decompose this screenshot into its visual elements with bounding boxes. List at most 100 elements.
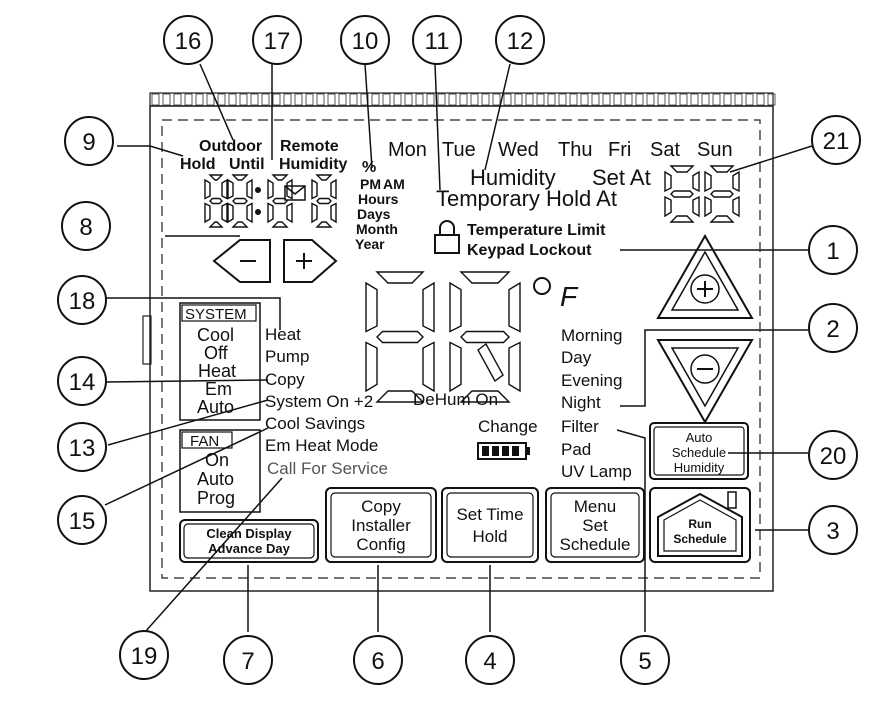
connector-pin	[536, 93, 545, 106]
callout-10: 10	[340, 15, 390, 65]
set-time-label: Set Time	[456, 505, 523, 524]
weekday-mon: Mon	[388, 139, 427, 161]
callout-3: 3	[808, 505, 858, 555]
connector-pin	[767, 93, 776, 106]
hold-button-label: Hold	[473, 527, 508, 546]
set-at-label: Set At	[592, 165, 651, 190]
system-mode-heat[interactable]: Heat	[198, 361, 236, 381]
svg-text:10: 10	[352, 28, 379, 55]
weekday-thu: Thu	[558, 139, 592, 161]
connector-pin	[327, 93, 336, 106]
svg-text:16: 16	[175, 28, 202, 55]
config-label: Config	[356, 535, 405, 554]
connector-pin	[316, 93, 325, 106]
until-label: Until	[229, 156, 265, 173]
weekday-tue: Tue	[442, 139, 476, 161]
fan-mode-auto[interactable]: Auto	[197, 469, 234, 489]
connector-pin	[250, 93, 259, 106]
system-box	[179, 302, 261, 421]
temperature-limit-label: Temperature Limit	[467, 222, 606, 239]
clean-display-button[interactable]: Clean Display Advance Day	[179, 519, 319, 563]
connector-pin	[580, 93, 589, 106]
connector-pin	[481, 93, 490, 106]
callout-21: 21	[811, 115, 861, 165]
connector-pin	[613, 93, 622, 106]
connector-pin	[547, 93, 556, 106]
system-on-label: System On +2	[265, 392, 373, 411]
run-schedule-button[interactable]: Run Schedule	[649, 487, 751, 563]
callout-13: 13	[57, 422, 107, 472]
house-icon	[657, 491, 743, 557]
set-time-hold-button[interactable]: Set Time Hold	[441, 487, 539, 563]
left-arrow-button[interactable]	[212, 239, 271, 283]
temp-up-button[interactable]	[656, 233, 754, 319]
svg-text:8: 8	[79, 214, 92, 241]
fahrenheit-label: F	[560, 281, 579, 312]
right-arrow-button[interactable]	[283, 239, 338, 283]
system-mode-off[interactable]: Off	[204, 343, 229, 363]
copy-indicator: Copy	[265, 370, 305, 389]
system-mode-cool[interactable]: Cool	[197, 325, 234, 345]
connector-pin	[712, 93, 721, 106]
leader-lines	[103, 63, 813, 633]
envelope-icon	[284, 185, 306, 201]
percent-label: %	[362, 159, 376, 176]
callout-4: 4	[465, 635, 515, 685]
svg-text:4: 4	[483, 648, 496, 675]
svg-text:20: 20	[820, 443, 847, 470]
connector-pin	[437, 93, 446, 106]
period-night: Night	[561, 393, 601, 412]
lcd-side-tab	[142, 315, 152, 365]
connector-pin	[734, 93, 743, 106]
connector-pin	[668, 93, 677, 106]
connector-pin	[349, 93, 358, 106]
connector-pin	[272, 93, 281, 106]
menu-label: Menu	[574, 497, 617, 516]
plus-circle-icon	[690, 274, 720, 304]
connector-pin	[470, 93, 479, 106]
seven-segment-digit	[664, 165, 700, 223]
callout-8: 8	[61, 201, 111, 251]
hold-label: Hold	[180, 156, 216, 173]
month-label: Month	[356, 221, 398, 237]
copy-button-label: Copy	[361, 497, 401, 516]
weekday-fri: Fri	[608, 139, 631, 161]
clock-colon-bottom	[255, 209, 261, 215]
outdoor-label: Outdoor	[199, 138, 262, 155]
hours-label: Hours	[358, 191, 399, 207]
connector-pin	[723, 93, 732, 106]
weekday-wed: Wed	[498, 139, 539, 161]
connector-pin	[195, 93, 204, 106]
connector-pin	[283, 93, 292, 106]
connector-pin	[415, 93, 424, 106]
call-for-service-label: Call For Service	[267, 459, 388, 478]
copy-installer-config-button[interactable]: Copy Installer Config	[325, 487, 437, 563]
lcd-outer-frame	[149, 105, 774, 592]
auto-label: Auto	[686, 430, 713, 445]
connector-pin	[756, 93, 765, 106]
callout-5: 5	[620, 635, 670, 685]
connector-pin	[569, 93, 578, 106]
auto-humidity-label: Humidity	[674, 460, 725, 475]
connector-pin	[162, 93, 171, 106]
fan-label: FAN	[190, 433, 219, 450]
fan-mode-prog[interactable]: Prog	[197, 488, 235, 508]
run-label: Run	[688, 517, 711, 531]
svg-text:15: 15	[69, 508, 96, 535]
svg-text:5: 5	[638, 648, 651, 675]
weekday-row: Mon Tue Wed Thu Fri Sat Sun	[388, 139, 733, 161]
temp-down-button[interactable]	[656, 339, 754, 425]
minus-circle-icon	[690, 354, 720, 384]
svg-text:17: 17	[264, 28, 291, 55]
connector-pin	[459, 93, 468, 106]
system-label: SYSTEM	[185, 306, 247, 323]
connector-pin	[382, 93, 391, 106]
menu-set-schedule-button[interactable]: Menu Set Schedule	[545, 487, 645, 563]
connector-pin	[371, 93, 380, 106]
system-mode-em[interactable]: Em	[205, 379, 232, 399]
degree-icon	[533, 277, 551, 295]
connector-pin	[503, 93, 512, 106]
connector-pin	[228, 93, 237, 106]
auto-schedule-humidity-button[interactable]: Auto Schedule Humidity	[649, 422, 749, 480]
fan-mode-on[interactable]: On	[205, 450, 229, 470]
